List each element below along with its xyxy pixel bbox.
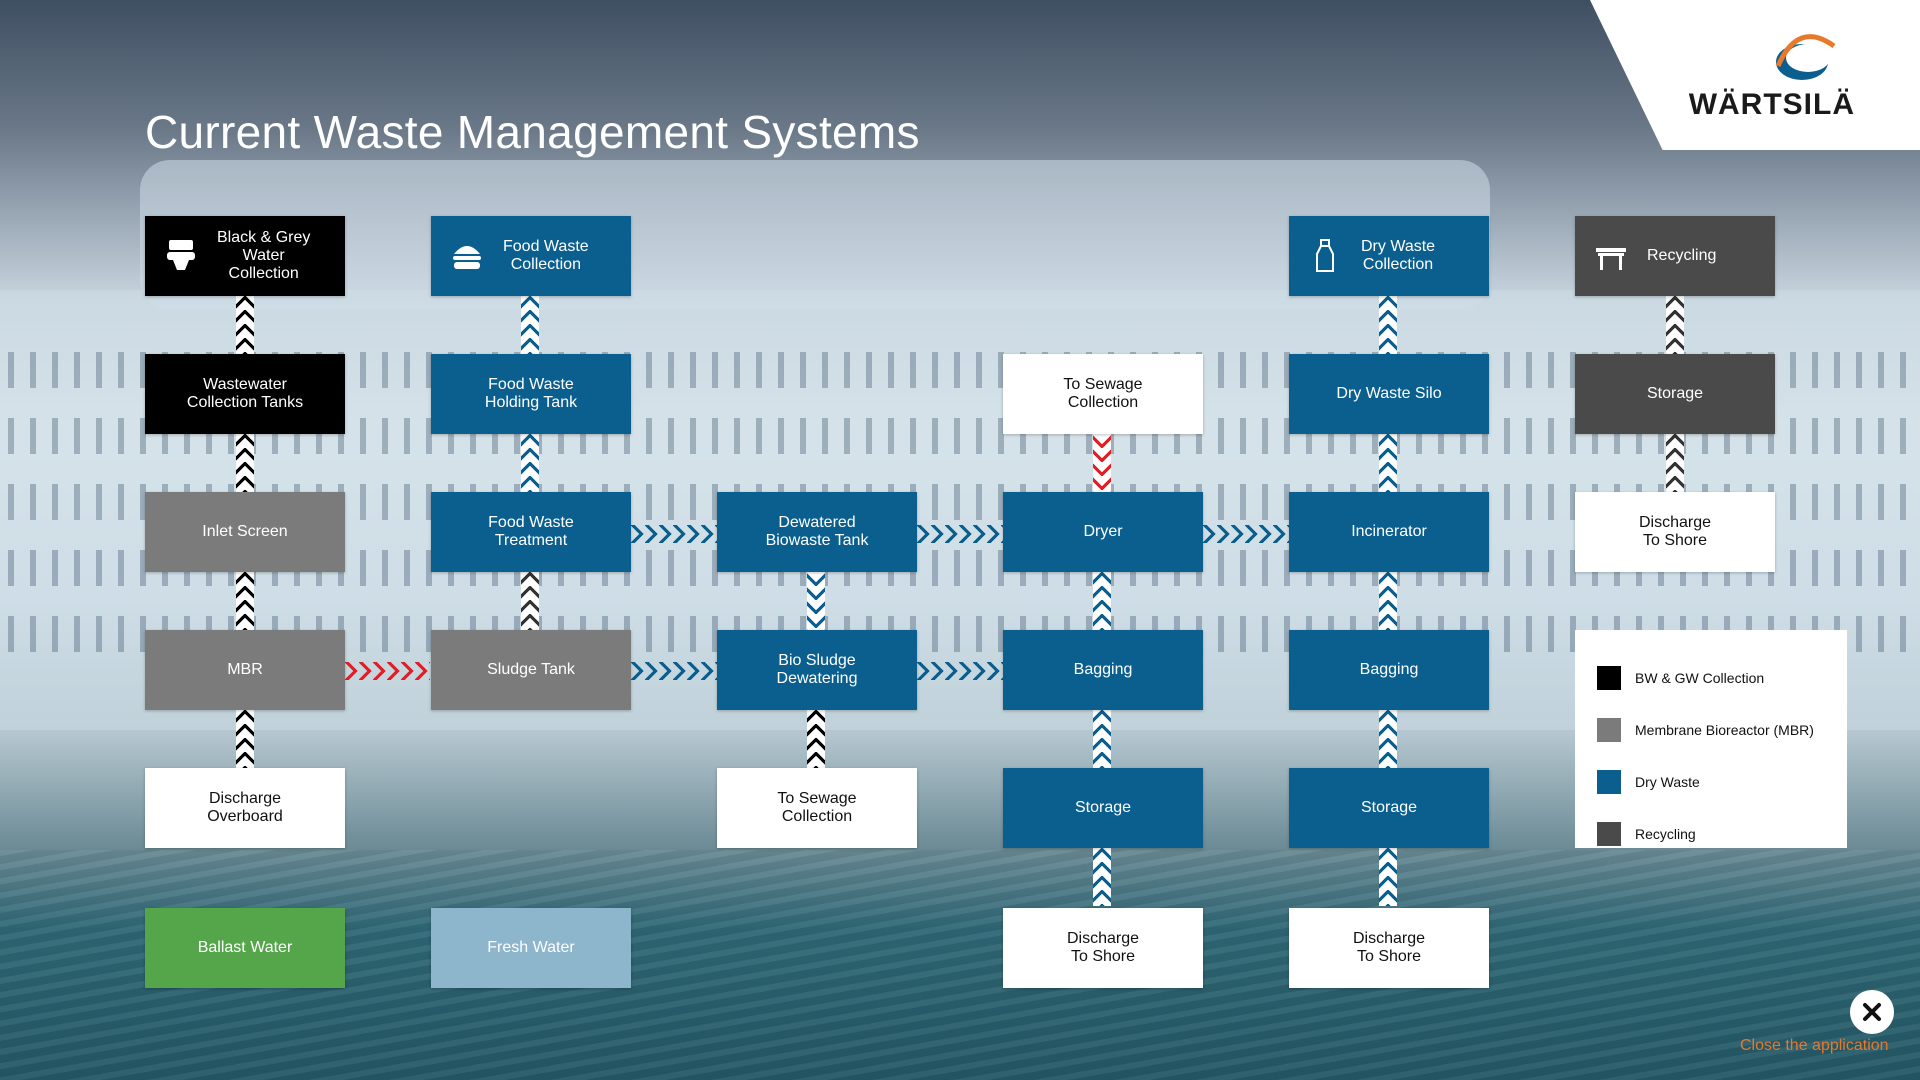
connector-down	[1379, 572, 1397, 630]
connector-up	[1093, 434, 1111, 492]
box-bagging[interactable]: Bagging	[1003, 630, 1203, 710]
box-wastewater-collection-tanks[interactable]: Wastewater Collection Tanks	[145, 354, 345, 434]
bottle-icon	[1316, 239, 1334, 272]
box-food-waste-holding-tank[interactable]: Food Waste Holding Tank	[431, 354, 631, 434]
connector-down	[1379, 848, 1397, 906]
connector-down	[521, 572, 539, 630]
box-bio-sludge-dewatering[interactable]: Bio Sludge Dewatering	[717, 630, 917, 710]
box-food-waste-collection[interactable]: Food Waste Collection	[431, 216, 631, 296]
box-discharge-to-shore[interactable]: Discharge To Shore	[1575, 492, 1775, 572]
toilet-icon	[167, 240, 195, 270]
legend-label: Membrane Bioreactor (MBR)	[1635, 722, 1814, 738]
connector-right	[631, 525, 717, 543]
legend-item: BW & GW Collection	[1597, 652, 1847, 704]
box-discharge-overboard[interactable]: Discharge Overboard	[145, 768, 345, 848]
logo-wordmark: WÄRTSILÄ	[1688, 88, 1855, 121]
box-storage[interactable]: Storage	[1575, 354, 1775, 434]
connector-right	[631, 662, 717, 680]
box-ballast-water[interactable]: Ballast Water	[145, 908, 345, 988]
connector-down	[807, 710, 825, 768]
connector-down	[1093, 710, 1111, 768]
legend: BW & GW Collection Membrane Bioreactor (…	[1575, 630, 1847, 848]
box-discharge-to-shore[interactable]: Discharge To Shore	[1003, 908, 1203, 988]
box-discharge-to-shore[interactable]: Discharge To Shore	[1289, 908, 1489, 988]
legend-swatch	[1597, 770, 1621, 794]
box-inlet-screen[interactable]: Inlet Screen	[145, 492, 345, 572]
box-label: Dry Waste Collection	[1361, 238, 1436, 273]
legend-swatch	[1597, 666, 1621, 690]
connector-down	[1093, 572, 1111, 630]
box-label: Food Waste Collection	[503, 238, 589, 273]
box-black-grey-water-collection[interactable]: Black & Grey Water Collection	[145, 216, 345, 296]
table-icon	[1596, 248, 1626, 270]
legend-item: Dry Waste	[1597, 756, 1847, 808]
box-label: Black & Grey Water Collection	[217, 229, 311, 282]
connector-down	[1093, 848, 1111, 906]
connector-up	[807, 572, 825, 630]
connector-down	[1666, 296, 1684, 354]
burger-icon	[453, 246, 481, 269]
legend-label: Recycling	[1635, 826, 1696, 842]
box-to-sewage-collection[interactable]: To Sewage Collection	[1003, 354, 1203, 434]
page-title: Current Waste Management Systems	[145, 106, 920, 158]
connector-down	[521, 296, 539, 354]
connector-right	[917, 662, 1003, 680]
connector-right	[1203, 525, 1289, 543]
legend-item: Membrane Bioreactor (MBR)	[1597, 704, 1847, 756]
box-incinerator[interactable]: Incinerator	[1289, 492, 1489, 572]
box-to-sewage-collection[interactable]: To Sewage Collection	[717, 768, 917, 848]
close-button[interactable]	[1850, 990, 1894, 1034]
box-storage[interactable]: Storage	[1003, 768, 1203, 848]
box-dryer[interactable]: Dryer	[1003, 492, 1203, 572]
box-recycling[interactable]: Recycling	[1575, 216, 1775, 296]
box-sludge-tank[interactable]: Sludge Tank	[431, 630, 631, 710]
wartsila-logo-icon	[1775, 34, 1836, 80]
connector-down	[236, 572, 254, 630]
connector-right	[345, 662, 430, 680]
close-icon	[1863, 1003, 1881, 1021]
legend-item: Recycling	[1597, 808, 1847, 860]
box-dry-waste-silo[interactable]: Dry Waste Silo	[1289, 354, 1489, 434]
connector-down	[1379, 434, 1397, 492]
connector-down	[236, 710, 254, 768]
legend-swatch	[1597, 822, 1621, 846]
legend-label: Dry Waste	[1635, 774, 1700, 790]
close-application-link[interactable]: Close the application	[1740, 1037, 1889, 1054]
connector-down	[1379, 296, 1397, 354]
connector-down	[521, 434, 539, 492]
connector-right	[917, 525, 1003, 543]
box-label: Recycling	[1647, 247, 1717, 264]
connector-down	[236, 434, 254, 492]
connector-down	[1379, 710, 1397, 768]
legend-label: BW & GW Collection	[1635, 670, 1765, 686]
box-food-waste-treatment[interactable]: Food Waste Treatment	[431, 492, 631, 572]
ship-upper-deck	[140, 160, 1490, 310]
box-fresh-water[interactable]: Fresh Water	[431, 908, 631, 988]
box-bagging[interactable]: Bagging	[1289, 630, 1489, 710]
box-dewatered-biowaste-tank[interactable]: Dewatered Biowaste Tank	[717, 492, 917, 572]
box-storage[interactable]: Storage	[1289, 768, 1489, 848]
legend-swatch	[1597, 718, 1621, 742]
connector-down	[236, 296, 254, 354]
connector-down	[1666, 434, 1684, 492]
box-mbr[interactable]: MBR	[145, 630, 345, 710]
box-dry-waste-collection[interactable]: Dry Waste Collection	[1289, 216, 1489, 296]
